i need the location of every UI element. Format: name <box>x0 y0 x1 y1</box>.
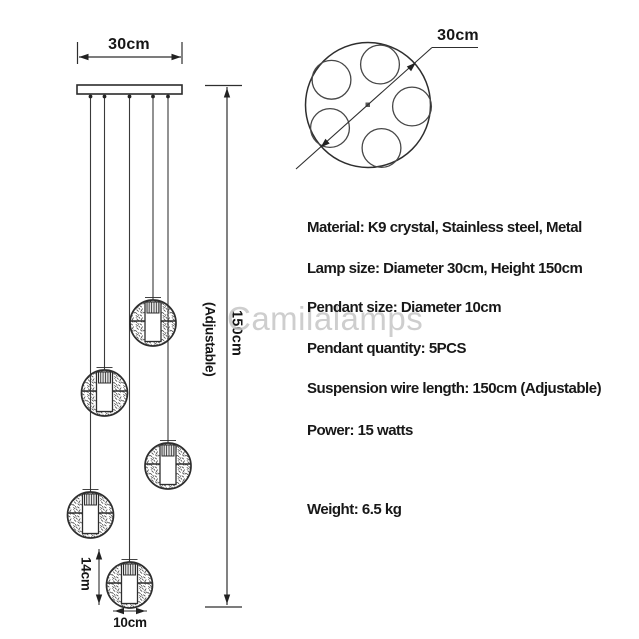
height-adjustable-label: (Adjustable) <box>202 302 218 377</box>
pendant <box>66 488 115 539</box>
plate-width-label: 30cm <box>108 36 150 53</box>
top-view-diameter-leader <box>295 46 478 170</box>
top-view <box>295 41 478 170</box>
spec-pendant-quantity: Pendant quantity: 5PCS <box>307 340 467 357</box>
spec-pendant-size: Pendant size: Diameter 10cm <box>307 299 502 316</box>
plate-width-dimension <box>76 42 183 64</box>
pendant <box>80 366 129 417</box>
pendant-diameter-label: 10cm <box>113 615 147 630</box>
watermark: Camilalamps <box>227 300 424 337</box>
top-view-diameter-label: 30cm <box>437 27 479 44</box>
spec-suspension-wire: Suspension wire length: 150cm (Adjustabl… <box>307 380 602 397</box>
pendant-diameter-dimension <box>113 607 147 615</box>
ceiling-plate <box>76 84 183 95</box>
pendant-spacing-dimension <box>95 549 103 605</box>
height-dimension <box>205 84 242 608</box>
pendant <box>144 439 192 490</box>
spec-power: Power: 15 watts <box>307 422 413 439</box>
spec-material: Material: K9 crystal, Stainless steel, M… <box>307 219 582 236</box>
height-label: 150cm <box>228 310 245 357</box>
top-view-pendant-positions <box>309 44 433 169</box>
pendant-spacing-label: 14cm <box>78 557 94 591</box>
spec-weight: Weight: 6.5 kg <box>307 501 402 518</box>
pendant <box>105 558 154 609</box>
pendant <box>129 296 177 347</box>
suspension-wires <box>88 94 170 562</box>
spec-lamp-size: Lamp size: Diameter 30cm, Height 150cm <box>307 260 583 277</box>
